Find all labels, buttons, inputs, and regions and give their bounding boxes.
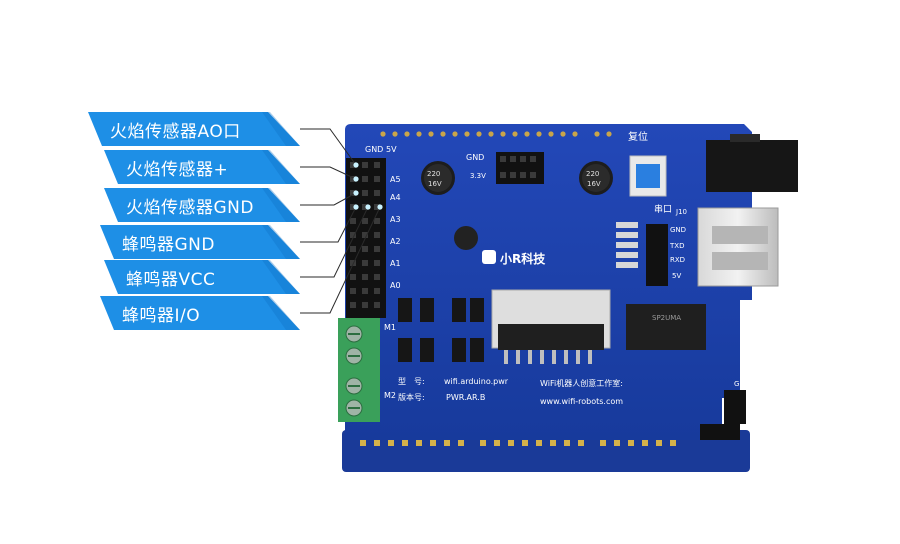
gnd-label: GND [466,153,484,162]
callout-label-4: 蜂鸣器GND [0,225,300,259]
svg-text:16V: 16V [587,180,601,188]
svg-text:5V: 5V [672,272,681,280]
svg-text:wifi.arduino.pwr: wifi.arduino.pwr [444,377,509,386]
callout-label-6: 蜂鸣器I/O [0,296,300,330]
callout-text: 蜂鸣器I/O [122,305,201,326]
brand-logo: 小R科技 [482,250,546,266]
serial-pin-labels: J10 GND TXD RXD 5V [669,208,687,280]
serial-header [646,224,668,286]
serial-chip [626,304,706,350]
silkscreen-text: 型 号: wifi.arduino.pwr 版本号: PWR.AR.B WiFi… [398,377,623,406]
svg-text:A2: A2 [390,237,401,246]
serial-label: 串口 [654,204,672,215]
svg-text:型 号:: 型 号: [398,377,425,386]
bottom-pin-row [360,440,676,446]
svg-text:GND: GND [670,226,686,234]
svg-text:220: 220 [586,170,599,178]
svg-text:www.wifi-robots.com: www.wifi-robots.com [540,397,623,406]
svg-text:220: 220 [427,170,440,178]
inductor [454,226,478,250]
svg-text:WiFi机器人创意工作室:: WiFi机器人创意工作室: [540,378,623,388]
svg-text:16V: 16V [428,180,442,188]
driver-chip-pins [504,350,592,364]
svg-text:TXD: TXD [669,242,684,250]
resistor-array [616,222,638,268]
svg-text:A0: A0 [390,281,401,290]
svg-text:GND: GND [365,145,383,154]
svg-text:J10: J10 [675,208,687,216]
callout-text: 蜂鸣器GND [122,234,215,255]
callout-label-3: 火焰传感器GND [0,188,300,222]
callout-label-1: 火焰传感器AO口 [0,112,300,146]
shield-bottom-header [700,424,740,440]
reset-label: 复位 [628,130,648,143]
usb-port [697,207,779,287]
svg-text:A1: A1 [390,259,401,268]
svg-text:SP2UMA: SP2UMA [652,314,681,322]
motor-label-2: M2 [384,391,396,400]
svg-text:GND: GND [734,380,750,388]
center-header-pins [500,156,536,178]
analog-pin-labels: GND 5V A5 A4 A3 A2 A1 A0 [365,145,401,290]
svg-text:A3: A3 [390,215,401,224]
svg-text:A4: A4 [390,193,401,202]
v33-label: 3.3V [470,172,486,180]
svg-text:版本号:: 版本号: [398,392,425,402]
gnd-header-right [724,390,746,424]
diode-array [398,298,484,362]
pin-highlight-dots [353,162,383,210]
shield-pcb [345,124,752,440]
dc-power-jack [706,140,798,192]
callout-label-2: 火焰传感器+ [0,150,300,184]
callout-text: 火焰传感器AO口 [110,121,241,142]
svg-text:RXD: RXD [670,256,685,264]
motor-label-1: M1 [384,323,396,332]
callout-text: 火焰传感器+ [126,159,229,180]
leader-lines [300,128,381,314]
screw-terminal-m2 [338,370,380,422]
svg-text:A5: A5 [390,175,401,184]
motor-driver-chip [498,324,604,350]
screw-terminal-m1 [338,318,380,370]
capacitor-left: 220 16V [421,161,455,195]
capacitor-right: 220 16V [579,161,613,195]
reset-button [636,164,660,188]
svg-text:5V: 5V [386,145,397,154]
svg-text:小R科技: 小R科技 [500,251,546,266]
callout-text: 火焰传感器GND [126,197,254,218]
callout-text: 蜂鸣器VCC [126,269,216,290]
svg-text:PWR.AR.B: PWR.AR.B [446,393,485,402]
callout-label-5: 蜂鸣器VCC [0,260,300,294]
left-header-pins [350,162,380,308]
top-pads [380,131,612,137]
